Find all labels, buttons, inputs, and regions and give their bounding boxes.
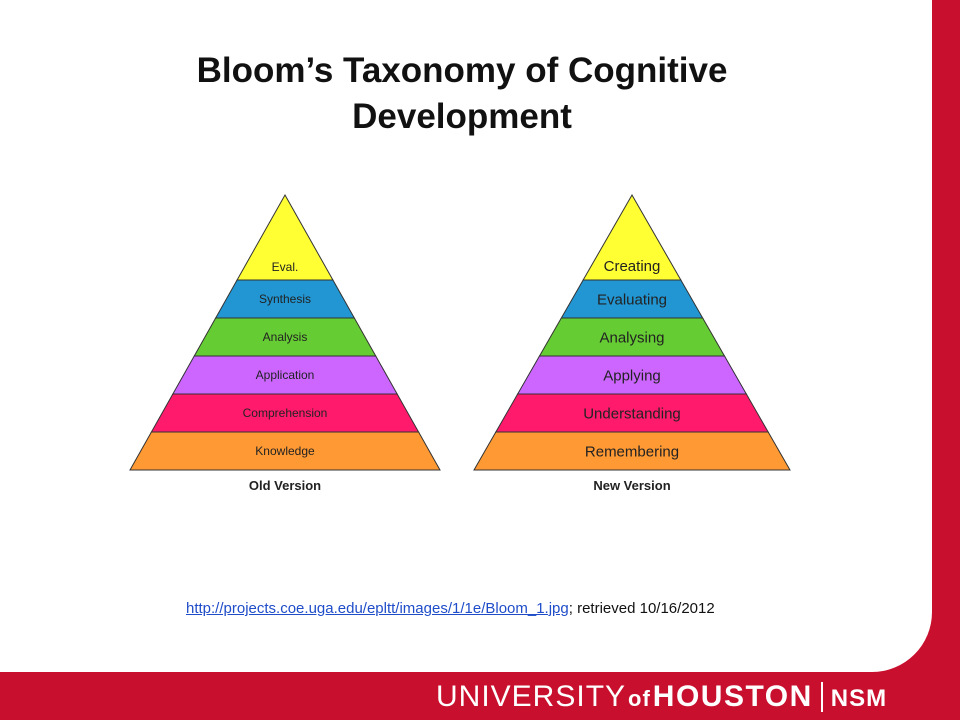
new-pyramid-layer-label-3: Analysing bbox=[599, 329, 664, 346]
pyramids-diagram: Eval. SynthesisAnalysisApplicationCompreh… bbox=[129, 193, 791, 493]
logo-of: of bbox=[628, 686, 651, 711]
new-pyramid-layer-label-2: Evaluating bbox=[597, 291, 667, 308]
footer-bar: UNIVERSITY of HOUSTON NSM bbox=[0, 672, 960, 720]
old-pyramid-caption: Old Version bbox=[249, 478, 321, 493]
new-pyramid-layer-6 bbox=[473, 431, 791, 471]
logo-houston: HOUSTON bbox=[652, 680, 813, 713]
old-pyramid-layer-label-2: Synthesis bbox=[259, 292, 311, 306]
old-pyramid-layer-label-3: Analysis bbox=[263, 330, 308, 344]
logo-university: UNIVERSITY bbox=[436, 680, 627, 713]
new-pyramid-caption: New Version bbox=[593, 478, 670, 493]
new-pyramid-layer-label-1: Creating bbox=[604, 258, 661, 275]
university-logo: UNIVERSITY of HOUSTON NSM bbox=[436, 680, 887, 714]
new-pyramid-layer-label-6: Remembering bbox=[585, 443, 679, 460]
new-pyramid-layer-label-4: Applying bbox=[603, 367, 661, 384]
slide-title-line2: Development bbox=[352, 97, 572, 136]
logo-nsm: NSM bbox=[830, 685, 888, 712]
source-retrieved: ; retrieved 10/16/2012 bbox=[568, 600, 715, 617]
logo-divider bbox=[820, 682, 823, 712]
old-pyramid-layer-label-1: Eval. bbox=[272, 260, 299, 274]
slide: Bloom’s Taxonomy of Cognitive Developmen… bbox=[0, 0, 932, 672]
source-citation: http://projects.coe.uga.edu/epltt/images… bbox=[186, 600, 715, 617]
source-link[interactable]: http://projects.coe.uga.edu/epltt/images… bbox=[186, 600, 569, 617]
old-pyramid-layer-6 bbox=[129, 431, 441, 471]
old-pyramid-layer-label-4: Application bbox=[256, 368, 315, 382]
old-pyramid-layer-label-5: Comprehension bbox=[243, 406, 328, 420]
slide-title: Bloom’s Taxonomy of Cognitive Developmen… bbox=[0, 48, 924, 140]
old-pyramid-layer-label-6: Knowledge bbox=[255, 444, 315, 458]
slide-title-line1: Bloom’s Taxonomy of Cognitive bbox=[196, 51, 728, 90]
new-pyramid-layer-label-5: Understanding bbox=[583, 405, 681, 422]
old-pyramid: Eval. SynthesisAnalysisApplicationCompreh… bbox=[129, 193, 441, 493]
new-pyramid: CreatingEvaluatingAnalysingApplyingUnder… bbox=[473, 193, 791, 493]
